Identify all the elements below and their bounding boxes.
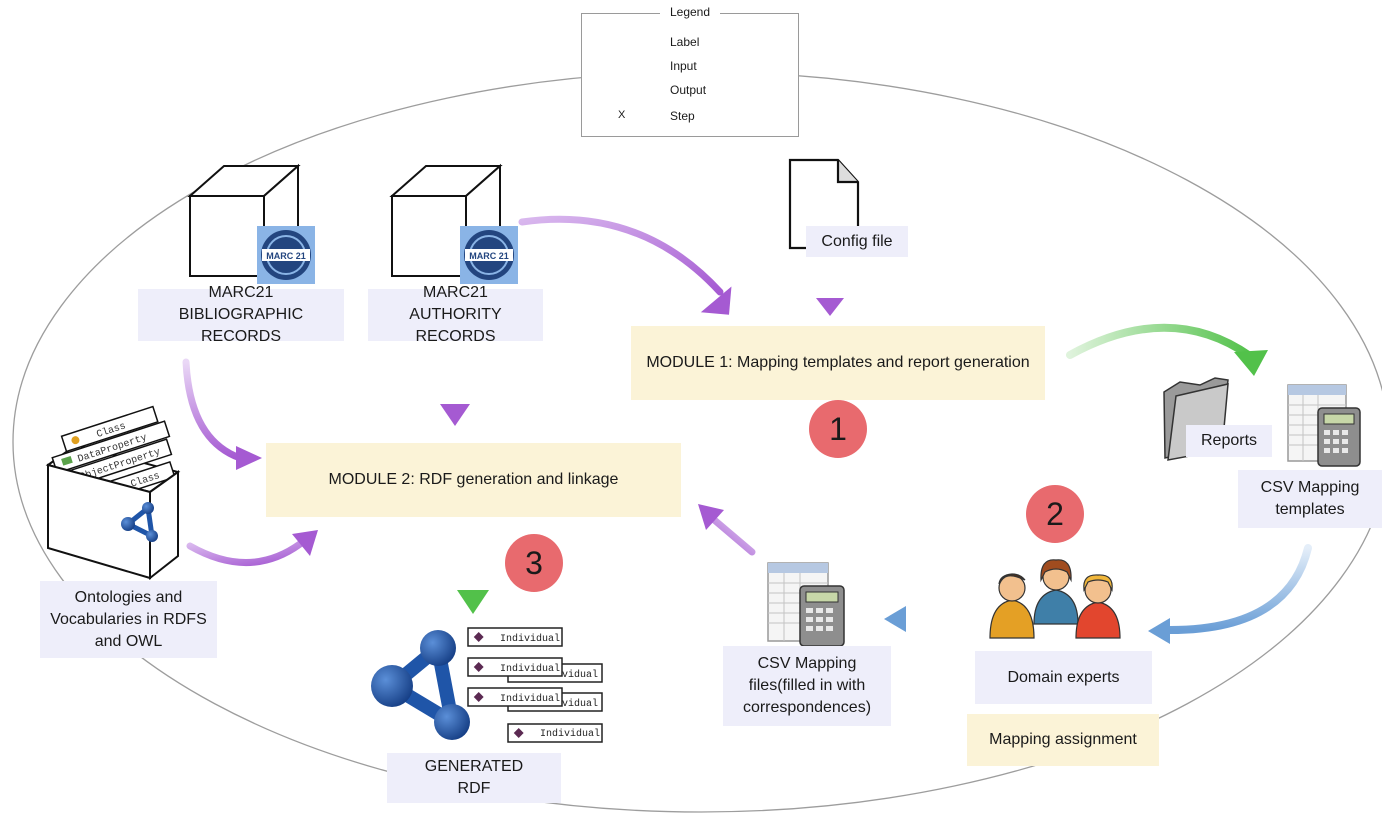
legend-input-text: Input xyxy=(670,59,697,73)
legend-label-text: Label xyxy=(670,35,700,49)
legend-label-row: Label xyxy=(582,32,798,52)
authority-to-module1-arrow xyxy=(518,215,724,296)
legend-input-row: Input xyxy=(582,56,798,76)
arrowhead-input xyxy=(816,298,844,316)
bibliographic-cube-icon xyxy=(187,163,301,279)
legend-output-row: Output xyxy=(582,80,798,100)
bibliographic-records-label: MARC21 BIBLIOGRAPHIC RECORDS xyxy=(138,284,344,345)
marc21-logo-icon: MARC 21 xyxy=(460,226,518,284)
step-1-badge: 1 xyxy=(809,400,867,458)
arrowhead-input xyxy=(292,530,318,556)
domain-experts-label: Domain experts xyxy=(975,651,1152,704)
svg-text:Individual: Individual xyxy=(500,633,560,645)
module1-to-templates-arrow xyxy=(1066,323,1254,360)
arrowhead-input xyxy=(440,404,470,426)
legend-title: Legend xyxy=(659,5,721,19)
ontologies-label: Ontologies and Vocabularies in RDFS and … xyxy=(40,581,217,658)
csv-templates-label: CSV Mapping templates xyxy=(1238,470,1382,528)
legend: Legend Label Input Output X Step xyxy=(581,5,799,137)
arrowhead-input xyxy=(698,504,724,530)
step-2-badge: 2 xyxy=(1026,485,1084,543)
bibliographic-to-module2-arrow xyxy=(182,358,244,462)
legend-step-row: X Step xyxy=(582,106,798,126)
ontology-to-module2-arrow xyxy=(186,540,304,566)
csv-templates-spreadsheet-icon xyxy=(1287,384,1361,467)
csv-files-to-module2-arrow xyxy=(708,514,756,556)
module2-box: MODULE 2: RDF generation and linkage xyxy=(266,443,681,517)
legend-step-text: Step xyxy=(670,109,695,123)
svg-text:vidual: vidual xyxy=(562,698,598,710)
arrowhead-feedback xyxy=(884,606,906,632)
arrowhead-feedback xyxy=(1148,618,1170,644)
mapping-assignment-box: Mapping assignment xyxy=(967,714,1159,766)
arrowhead-output xyxy=(1234,350,1268,376)
svg-text:MARC 21: MARC 21 xyxy=(266,251,306,261)
domain-experts-people-icon xyxy=(989,559,1121,639)
svg-text:vidual: vidual xyxy=(562,669,598,681)
ontology-box-icon: Class DataProperty ObjectProperty Class xyxy=(45,405,181,581)
legend-step-symbol: X xyxy=(618,109,626,121)
module1-box: MODULE 1: Mapping templates and report g… xyxy=(631,326,1045,400)
generated-rdf-label: GENERATED RDF xyxy=(387,753,561,803)
arrowhead-output xyxy=(457,590,489,614)
authority-records-label: MARC21 AUTHORITY RECORDS xyxy=(368,284,543,345)
config-file-label: Config file xyxy=(806,226,908,257)
step-3-badge: 3 xyxy=(505,534,563,592)
legend-output-text: Output xyxy=(670,83,707,97)
svg-text:Individual: Individual xyxy=(540,728,600,740)
svg-text:MARC 21: MARC 21 xyxy=(469,251,509,261)
arrowhead-input xyxy=(700,286,732,315)
marc21-logo-icon: MARC 21 xyxy=(257,226,315,284)
reports-label: Reports xyxy=(1186,425,1272,457)
csv-files-spreadsheet-icon xyxy=(767,562,845,647)
templates-to-experts-arrow xyxy=(1166,544,1312,634)
csv-files-label: CSV Mapping files(filled in with corresp… xyxy=(723,646,891,726)
rdf-individuals-stack: vidual vidual Individual Individual Indi… xyxy=(467,627,603,743)
rdf-graph-icon xyxy=(371,630,470,740)
svg-text:Individual: Individual xyxy=(500,663,560,675)
svg-text:Individual: Individual xyxy=(500,693,560,705)
arrowhead-input xyxy=(236,446,262,470)
